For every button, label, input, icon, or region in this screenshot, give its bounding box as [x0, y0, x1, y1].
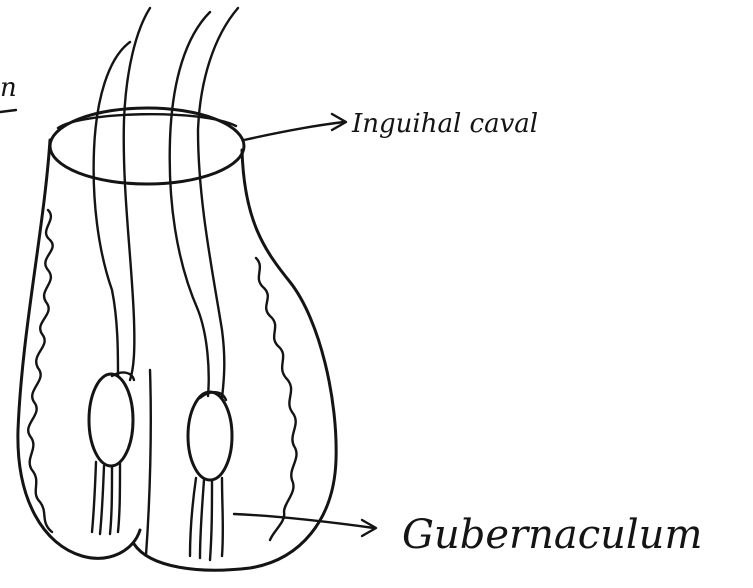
scrotum-right-wall — [134, 150, 336, 570]
corner-mark-text: n — [0, 73, 17, 103]
right-gubernaculum-strand — [210, 480, 212, 560]
left-gubernaculum — [92, 462, 120, 534]
inguinal-canal-label: Inguihal caval — [351, 109, 538, 139]
left-gubernaculum-strand — [118, 462, 120, 532]
gubernaculum-label: Gubernaculum — [402, 512, 702, 558]
right-gubernaculum-strand — [190, 478, 196, 556]
left-gubernaculum-strand — [100, 466, 104, 534]
right-wavy-lining — [256, 258, 297, 540]
right-testis — [188, 392, 232, 480]
gubernaculum-arrow-line — [234, 514, 374, 528]
inguinal-arrow-line — [244, 122, 344, 140]
left-testis — [89, 374, 133, 466]
scrotal-septum — [146, 370, 151, 555]
right-cord-outer — [170, 12, 210, 396]
right-cord-inner — [198, 8, 238, 398]
left-wavy-lining — [28, 210, 52, 532]
left-gubernaculum-strand — [110, 466, 112, 534]
right-gubernaculum — [190, 478, 223, 560]
left-cord-outer — [94, 42, 130, 376]
left-gubernaculum-strand — [92, 462, 96, 532]
left-cord-inner — [124, 8, 150, 380]
corner-underline — [0, 110, 16, 112]
right-gubernaculum-strand — [200, 480, 204, 558]
right-gubernaculum-strand — [222, 478, 223, 556]
